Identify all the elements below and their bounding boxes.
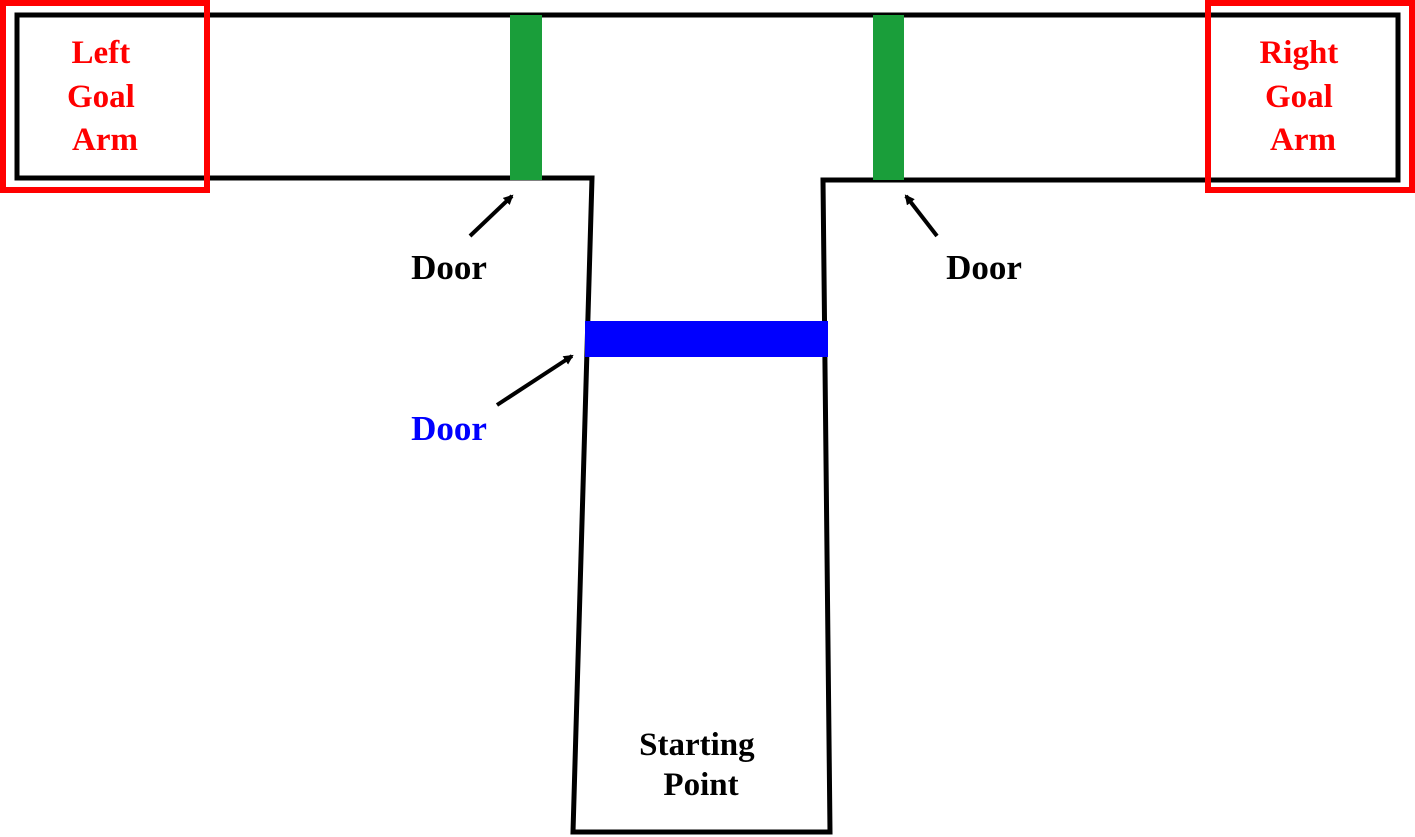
left-goal-line-2: Goal: [67, 79, 135, 115]
right-goal-line-1: Right: [1259, 35, 1338, 71]
left-goal-arm-box: [0, 0, 210, 193]
right-goal-arm-label: Right Goal Arm: [1259, 35, 1346, 158]
main-door: [585, 321, 828, 357]
starting-point-line-1: Starting: [639, 727, 755, 763]
arrow-icon: [904, 194, 939, 238]
left-goal-line-3: Arm: [72, 122, 138, 158]
left-goal-arm-label: Left Goal Arm: [67, 35, 143, 158]
starting-point-line-2: Point: [663, 767, 738, 803]
left-side-door: [510, 15, 542, 180]
maze-outline: [14, 12, 1401, 835]
main-door-label: Door: [411, 409, 487, 448]
arrow-icon: [495, 354, 574, 407]
arrow-icon: [468, 194, 514, 238]
right-goal-line-3: Arm: [1270, 122, 1336, 158]
right-goal-arm-box: [1205, 0, 1415, 193]
starting-point-label: Starting Point: [639, 727, 763, 803]
right-door-label: Door: [946, 248, 1022, 287]
left-door-label: Door: [411, 248, 487, 287]
right-goal-line-2: Goal: [1265, 79, 1333, 115]
left-goal-line-1: Left: [72, 35, 131, 71]
right-side-door: [873, 15, 904, 180]
